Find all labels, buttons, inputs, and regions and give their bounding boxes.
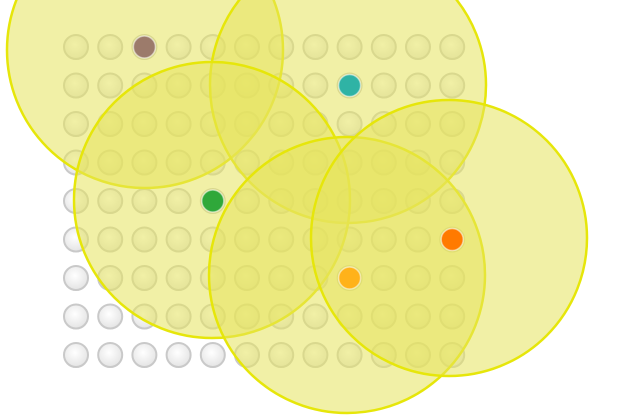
node-green-dot xyxy=(201,189,225,213)
node-amber-dot xyxy=(337,266,362,290)
grid-node xyxy=(131,342,158,368)
grid-node xyxy=(63,303,89,330)
grid-node xyxy=(199,342,226,368)
node-orange-dot xyxy=(440,227,464,252)
node-teal-dot xyxy=(337,73,362,98)
grid-node xyxy=(63,265,89,291)
grid-node xyxy=(63,342,89,368)
coverage-circles xyxy=(5,0,589,415)
grid-node xyxy=(165,342,192,368)
grid-node xyxy=(97,342,124,368)
grid-node xyxy=(97,303,124,330)
highlighted-nodes xyxy=(132,35,464,290)
node-brown-dot xyxy=(132,35,157,59)
